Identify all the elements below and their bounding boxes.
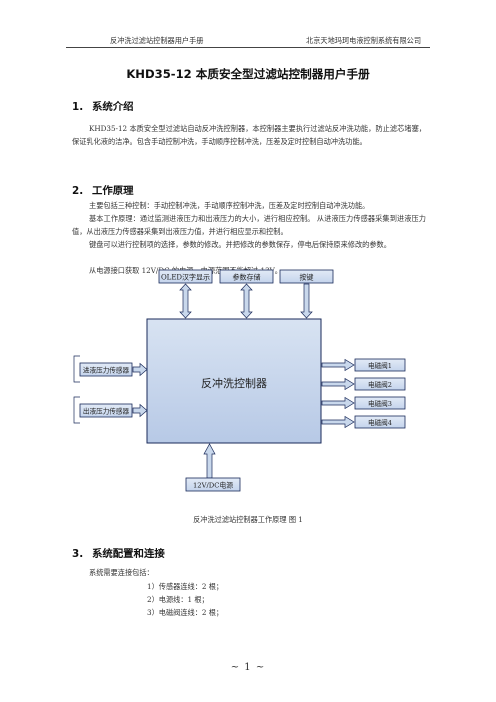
top-box-oled: OLED汉字显示 — [158, 269, 213, 284]
right-box-valve-2: 电磁阀2 — [354, 377, 406, 391]
header-divider — [66, 47, 430, 48]
connection-list: 1）传感器连线：2 根； 2）电源线：1 根； 3）电磁阀连线：2 根； — [147, 580, 223, 619]
section-1-paragraph: KHD35-12 本质安全型过滤站自动反冲洗控制器，本控制器主要执行过滤站反冲洗… — [72, 124, 426, 147]
list-item: 2）电源线：1 根； — [147, 595, 209, 604]
valve-1-label: 电磁阀1 — [368, 361, 392, 370]
valve-2-label: 电磁阀2 — [368, 380, 392, 389]
top-box-keys: 按键 — [279, 269, 334, 284]
left-box-inlet-sensor: 进液压力传感器 — [79, 362, 133, 377]
param-storage-label: 参数存储 — [233, 273, 261, 282]
section-2-paragraph-2: 基本工作原理：通过监测进液压力和出液压力的大小，进行相应控制。 从进液压力传感器… — [72, 214, 426, 237]
section-2-heading: 2. 工作原理 — [72, 182, 134, 197]
section-2-paragraph-3: 键盘可以进行控制项的选择，参数的修改。并把修改的参数保存，停电后保持原来修改的参… — [89, 240, 391, 249]
right-box-valve-1: 电磁阀1 — [354, 358, 406, 372]
section-title: 工作原理 — [92, 185, 134, 197]
valve-3-label: 电磁阀3 — [368, 399, 392, 408]
section-title: 系统介绍 — [92, 101, 134, 113]
arrow-inlet — [132, 362, 148, 377]
arrow-oled — [179, 283, 192, 319]
figure-caption: 反冲洗过滤站控制器工作原理 图 1 — [193, 515, 303, 524]
page-number: ~ 1 ~ — [230, 662, 266, 673]
header-right-text: 北京天地玛珂电液控制系统有限公司 — [306, 36, 422, 45]
outlet-sensor-label: 出液压力传感器 — [83, 407, 130, 416]
section-title: 系统配置和连接 — [92, 548, 165, 560]
controller-label: 反冲洗控制器 — [201, 376, 267, 390]
arrow-valve-1 — [321, 358, 355, 372]
controller-box: 反冲洗控制器 — [146, 318, 322, 444]
inlet-sensor-label: 进液压力传感器 — [83, 366, 130, 375]
section-1-heading: 1. 系统介绍 — [72, 98, 134, 113]
bottom-box-power: 12V/DC电源 — [185, 477, 241, 492]
top-arrows — [179, 283, 313, 319]
top-box-param-storage: 参数存储 — [219, 269, 274, 284]
working-principle-diagram: OLED汉字显示 参数存储 按键 反冲洗控制器 进液压力传感器 出液压力传感器 — [73, 269, 406, 492]
list-item: 3）电磁阀连线：2 根； — [147, 608, 224, 617]
arrow-keys — [300, 283, 313, 319]
right-box-valve-3: 电磁阀3 — [354, 396, 406, 410]
oled-label: OLED汉字显示 — [161, 273, 210, 282]
keys-label: 按键 — [300, 273, 314, 282]
arrow-valve-4 — [321, 415, 355, 429]
arrow-valve-3 — [321, 396, 355, 410]
left-bracket — [73, 355, 80, 424]
right-arrows — [321, 358, 355, 429]
arrow-power — [203, 443, 216, 479]
valve-4-label: 电磁阀4 — [368, 418, 392, 427]
arrow-valve-2 — [321, 377, 355, 391]
left-arrows — [132, 362, 148, 418]
right-box-valve-4: 电磁阀4 — [354, 415, 406, 429]
left-box-outlet-sensor: 出液压力传感器 — [79, 403, 133, 418]
header-left-text: 反冲洗过滤站控制器用户手册 — [110, 36, 204, 45]
section-number: 1. — [72, 101, 84, 113]
arrow-param-storage — [240, 283, 253, 319]
list-item: 1）传感器连线：2 根； — [147, 582, 224, 591]
arrow-outlet — [132, 403, 148, 418]
section-number: 2. — [72, 185, 84, 197]
page-title: KHD35-12 本质安全型过滤站控制器用户手册 — [126, 67, 370, 81]
power-label: 12V/DC电源 — [193, 481, 233, 490]
section-3-heading: 3. 系统配置和连接 — [72, 545, 165, 560]
section-number: 3. — [72, 548, 84, 560]
section-3-paragraph: 系统需要连接包括： — [89, 568, 154, 577]
section-2-paragraph-1: 主要包括三种控制：手动控制冲洗，手动顺序控制冲洗，压差及定时控制自动冲洗功能。 — [89, 201, 370, 210]
